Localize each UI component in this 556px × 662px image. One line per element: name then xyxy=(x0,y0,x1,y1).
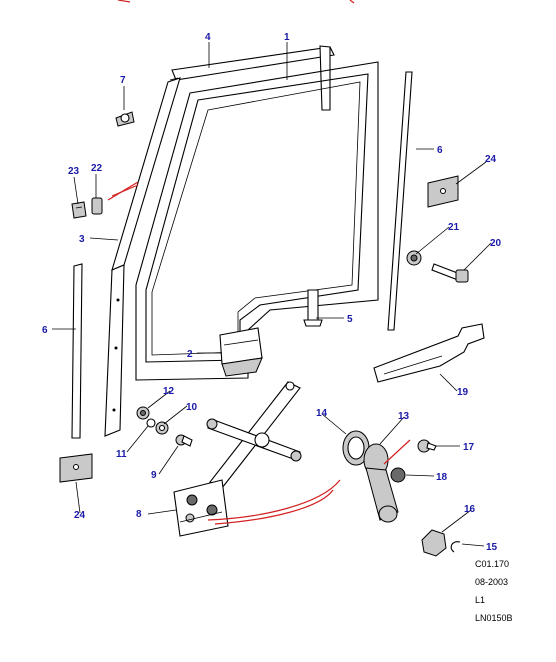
callout-14: 14 xyxy=(316,408,328,419)
highlight-curve-regulator xyxy=(207,479,341,521)
callout-5: 5 xyxy=(347,314,353,325)
callout-7: 7 xyxy=(120,75,126,86)
part-20-stud-bolt xyxy=(431,263,469,283)
callout-18: 18 xyxy=(436,472,448,483)
highlight-line-top-2 xyxy=(111,184,139,197)
highlight-dash-handle xyxy=(383,439,411,465)
leader-lines xyxy=(52,42,492,547)
part-10-washer xyxy=(155,421,169,435)
callout-22: 22 xyxy=(91,163,103,174)
callout-10: 10 xyxy=(186,402,198,413)
part-19-bracket-arm xyxy=(373,323,485,383)
callout-labels: 4 1 7 23 22 3 6 24 21 20 6 5 2 19 12 10 … xyxy=(42,32,502,553)
part-8-window-regulator xyxy=(173,381,302,537)
part-23-retainer xyxy=(71,201,87,219)
callout-24-lower: 24 xyxy=(74,510,86,521)
part-12-nut xyxy=(136,406,150,420)
callout-23: 23 xyxy=(68,166,80,177)
part-18-knob-cap xyxy=(390,467,406,483)
callout-2: 2 xyxy=(187,349,193,360)
highlight-curve-regulator-2 xyxy=(214,489,334,525)
part-5-lower-bracket xyxy=(303,289,323,327)
callout-6-left: 6 xyxy=(42,325,48,336)
part-7-wing-nut xyxy=(115,111,135,127)
callout-17: 17 xyxy=(463,442,475,453)
callout-21: 21 xyxy=(448,222,460,233)
callout-19: 19 xyxy=(457,387,469,398)
part-15-clip xyxy=(450,541,461,553)
callout-13: 13 xyxy=(398,411,410,422)
reference-date: 08-2003 xyxy=(475,577,508,587)
callout-3: 3 xyxy=(79,234,85,245)
callout-8: 8 xyxy=(136,509,142,520)
reference-block: C01.170 08-2003 L1 LN0150B xyxy=(475,559,513,623)
reference-code: C01.170 xyxy=(475,559,509,569)
part-3-front-channel xyxy=(104,77,181,437)
callout-11: 11 xyxy=(116,449,127,460)
part-6-rear-channel xyxy=(387,71,413,331)
part-4-upper-channel xyxy=(171,45,335,111)
callout-15: 15 xyxy=(486,542,498,553)
callout-4: 4 xyxy=(205,32,211,43)
callout-9: 9 xyxy=(151,470,157,481)
callout-6-right: 6 xyxy=(437,145,443,156)
part-24-pad-lower xyxy=(59,453,93,483)
reference-level: L1 xyxy=(475,595,485,605)
reference-drawing-id: LN0150B xyxy=(475,613,513,623)
callout-1: 1 xyxy=(284,32,290,43)
cropped-heading-fragment xyxy=(117,0,355,4)
part-11-washer xyxy=(146,418,156,428)
part-16-nut xyxy=(421,529,447,557)
callout-16: 16 xyxy=(464,504,476,515)
part-6-front-channel xyxy=(71,263,83,439)
part-9-screw xyxy=(175,434,193,447)
callout-12: 12 xyxy=(163,386,175,397)
part-17-screw xyxy=(417,439,437,453)
part-22-clip xyxy=(91,197,103,215)
part-21-nut xyxy=(406,250,422,266)
part-24-pad-upper xyxy=(427,175,459,208)
part-2-glass-clip xyxy=(219,327,263,377)
callout-20: 20 xyxy=(490,238,502,249)
part-13-winder-handle xyxy=(363,443,399,523)
callout-24-upper: 24 xyxy=(485,154,497,165)
